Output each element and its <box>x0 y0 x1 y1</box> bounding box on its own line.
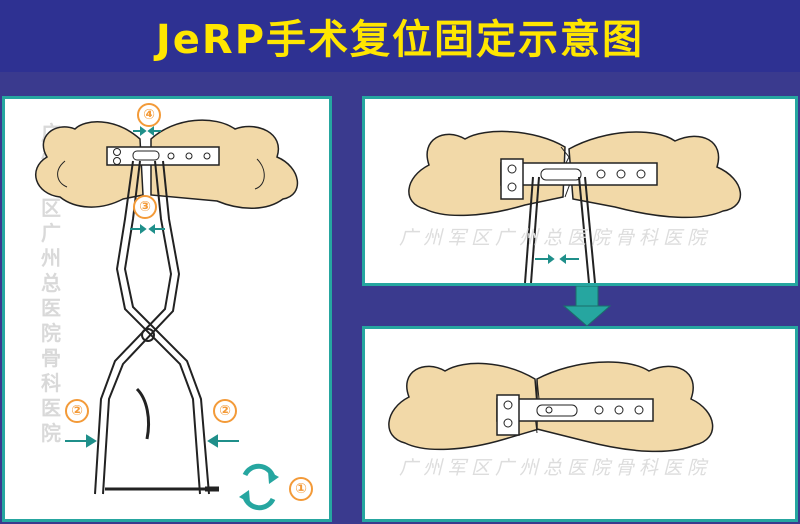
step-badge-3: ③ <box>133 195 157 219</box>
forceps-illustration <box>5 99 329 519</box>
panel-before-reduction: 广州军区广州总医院骨科医院 <box>362 96 798 286</box>
title-bar: JeRP手术复位固定示意图 <box>0 0 800 72</box>
before-reduction-illustration <box>365 99 795 283</box>
panel-forceps-reduction: 广州军区广州总医院骨科医院 <box>2 96 332 522</box>
watermark-horizontal: 广州军区广州总医院骨科医院 <box>399 453 711 480</box>
watermark-horizontal: 广州军区广州总医院骨科医院 <box>399 223 711 250</box>
step-badge-2-left: ② <box>65 399 89 423</box>
page-title: JeRP手术复位固定示意图 <box>156 7 644 65</box>
step-badge-1: ① <box>289 477 313 501</box>
down-arrow-icon <box>562 286 612 326</box>
panel-after-reduction: 广州军区广州总医院骨科医院 <box>362 326 798 522</box>
step-badge-2-right: ② <box>213 399 237 423</box>
step-badge-4: ④ <box>137 103 161 127</box>
after-reduction-illustration <box>365 329 795 519</box>
